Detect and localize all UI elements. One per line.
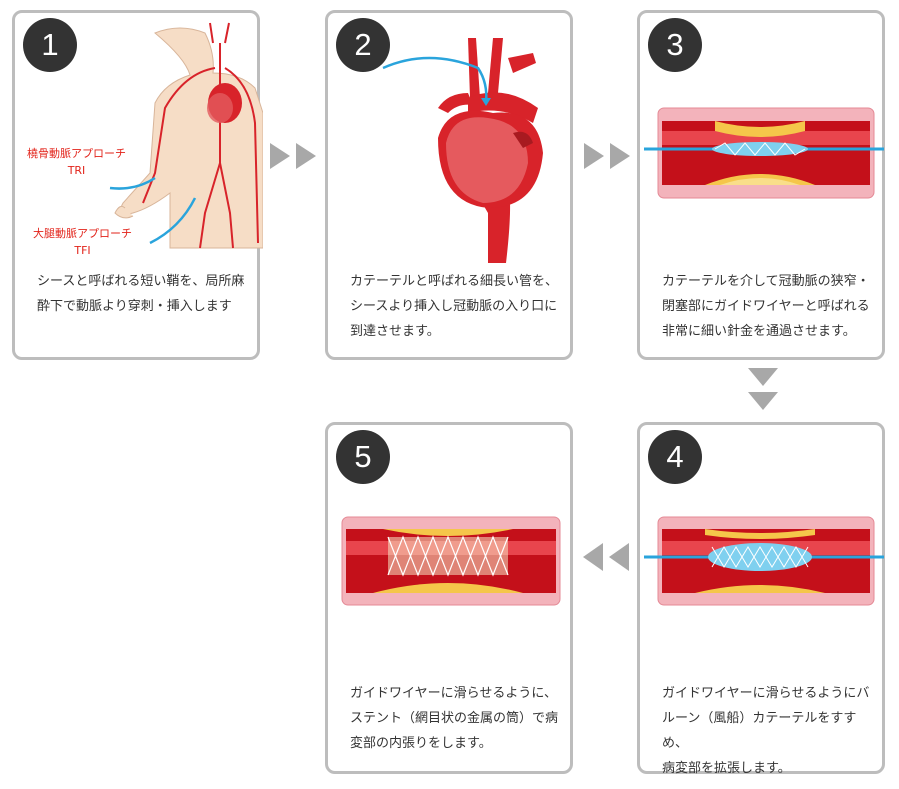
step-caption: ガイドワイヤーに滑らせるように、 ステント（網目状の金属の筒）で病 変部の内張り… (350, 686, 559, 751)
step-4-card: 4 ガイドワイヤーに滑らせるようにバ ルーン（風船）カテーテルをすすめ、 病変部… (637, 422, 885, 776)
tfi-label: 大腿動脈アプローチ TFI (33, 227, 132, 257)
next-arrow-icon (270, 143, 316, 169)
step-5-card: 5 ガイドワイヤーに滑らせるように、 ステント（網目状の金属の筒）で病 変部の内… (325, 422, 573, 774)
step-caption: カテーテルを介して冠動脈の狭窄・ 閉塞部にガイドワイヤーと呼ばれる 非常に細い針… (662, 274, 870, 339)
body-artery-illustration (109, 22, 263, 249)
step-3-card: 3 カテーテルを介して冠動脈の狭窄・ 閉塞部にガイドワイヤーと呼ばれる 非常に細… (637, 10, 885, 360)
step-caption: シースと呼ばれる短い鞘を、局所麻 酔下で動脈より穿刺・挿入します (37, 274, 245, 314)
step-1-card: 橈骨動脈アプローチ TRI 大腿動脈アプローチ TFI 1 シースと呼ばれる短い… (12, 10, 263, 360)
step-number-badge: 4 (648, 430, 702, 484)
step-caption: カテーテルと呼ばれる細長い管を、 シースより挿入し冠動脈の入り口に 到達させます… (350, 274, 559, 339)
vessel-stent-illustration (341, 516, 561, 606)
vessel-guidewire-illustration (644, 107, 884, 199)
next-arrow-icon (583, 543, 629, 571)
next-arrow-icon (748, 368, 778, 410)
heart-catheter-illustration (382, 38, 543, 263)
vessel-balloon-illustration (644, 516, 884, 606)
step-number-badge: 2 (336, 18, 390, 72)
step-number-badge: 5 (336, 430, 390, 484)
tri-label: 橈骨動脈アプローチ TRI (27, 147, 126, 177)
step-2-card: 2 カテーテルと呼ばれる細長い管を、 シースより挿入し冠動脈の入り口に 到達させ… (325, 10, 573, 360)
step-number-badge: 1 (23, 18, 77, 72)
step-caption: ガイドワイヤーに滑らせるようにバ ルーン（風船）カテーテルをすすめ、 病変部を拡… (662, 686, 870, 776)
step-number-badge: 3 (648, 18, 702, 72)
next-arrow-icon (584, 143, 630, 169)
